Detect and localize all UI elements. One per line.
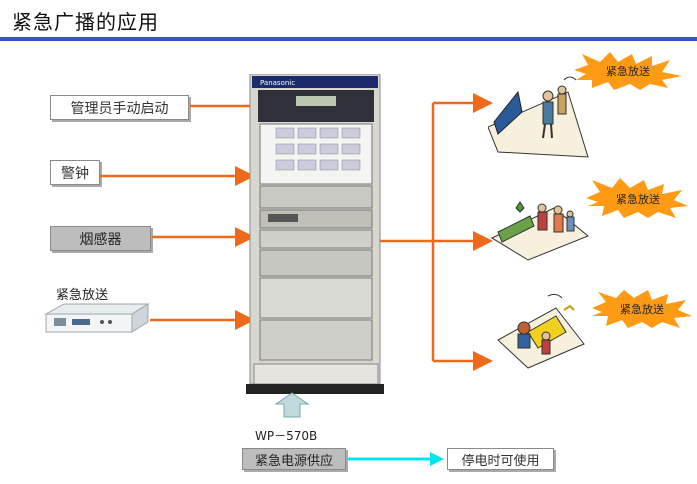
power-up-arrow xyxy=(274,392,310,418)
scene-walkway xyxy=(497,293,585,369)
emergency-burst-1: 紧急放送 xyxy=(574,52,682,90)
page-title: 紧急广播的应用 xyxy=(12,10,159,34)
scene-park xyxy=(490,201,589,261)
burst-2-label: 紧急放送 xyxy=(616,192,660,206)
alarm-box: 警钟 xyxy=(50,160,100,185)
power-cyan-arrow xyxy=(348,452,444,466)
title-underline xyxy=(0,37,697,41)
manual-start-box: 管理员手动启动 xyxy=(50,95,189,120)
emergency-burst-2: 紧急放送 xyxy=(586,178,688,218)
emergency-device-image xyxy=(44,303,150,333)
equipment-rack: Panasonic xyxy=(246,74,384,394)
rack-brand: Panasonic xyxy=(260,79,295,87)
smoke-detector-box: 烟感器 xyxy=(50,226,151,251)
power-outage-box: 停电时可使用 xyxy=(447,448,554,470)
rack-model-label: WP－570B xyxy=(255,429,318,443)
burst-1-label: 紧急放送 xyxy=(606,64,650,78)
burst-3-label: 紧急放送 xyxy=(620,302,664,316)
scene-transit-stop xyxy=(488,76,589,158)
emergency-device-label: 紧急放送 xyxy=(56,288,109,303)
emergency-burst-3: 紧急放送 xyxy=(592,290,692,328)
power-supply-box: 紧急电源供应 xyxy=(242,448,346,470)
